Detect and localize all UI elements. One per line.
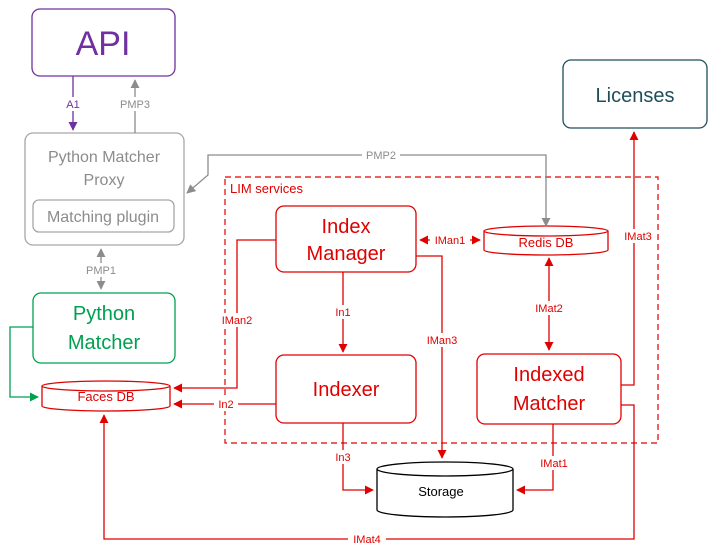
edge-a1-label: A1 xyxy=(66,99,79,111)
matching-plugin-label: Matching plugin xyxy=(47,209,159,226)
edge-imat4-label: IMat4 xyxy=(353,534,381,546)
storage-node xyxy=(376,461,514,518)
edge-python-matcher-faces-db xyxy=(9,326,39,402)
api-node xyxy=(31,8,176,77)
indexed-matcher-node xyxy=(476,353,622,425)
edge-pmp1-label: PMP1 xyxy=(86,265,116,277)
edge-in1-label: In1 xyxy=(335,307,350,319)
edge-imat4 xyxy=(99,404,635,540)
edge-pmp2-label: PMP2 xyxy=(366,150,396,162)
redis-db-label: Redis DB xyxy=(519,235,574,250)
python-matcher-label-line1: Python xyxy=(73,303,135,325)
lim-services-label: LIM services xyxy=(230,181,303,196)
api-label: API xyxy=(76,25,131,63)
proxy-label-line2: Proxy xyxy=(84,172,125,189)
faces-db-label: Faces DB xyxy=(77,389,134,404)
edge-iman2-label: IMan2 xyxy=(222,315,253,327)
edge-in3 xyxy=(342,423,374,495)
edge-iman3-label: IMan3 xyxy=(427,335,458,347)
index-manager-label-line1: Index xyxy=(322,216,371,238)
licenses-label: Licenses xyxy=(596,85,675,107)
edge-imat3 xyxy=(621,131,639,386)
edge-iman3 xyxy=(416,255,447,459)
redis-db-node xyxy=(483,225,609,256)
proxy-label-line1: Python Matcher xyxy=(48,149,161,166)
edge-pmp3-label: PMP3 xyxy=(120,99,150,111)
python-matcher-node xyxy=(32,292,176,364)
index-manager-label-line2: Manager xyxy=(307,243,386,265)
edge-iman1-label: IMan1 xyxy=(435,235,466,247)
licenses-node xyxy=(562,59,708,129)
edge-in3-label: In3 xyxy=(335,452,350,464)
faces-db-node xyxy=(41,380,171,412)
indexed-matcher-label-line1: Indexed xyxy=(513,364,584,386)
indexer-node xyxy=(275,354,417,424)
indexed-matcher-label-line2: Matcher xyxy=(513,393,586,415)
edge-pmp2 xyxy=(186,154,551,227)
storage-label: Storage xyxy=(418,484,464,499)
edge-imat2-label: IMat2 xyxy=(535,303,563,315)
indexer-label: Indexer xyxy=(313,379,380,401)
matching-plugin-node xyxy=(32,199,175,233)
edge-imat1-label: IMat1 xyxy=(540,458,568,470)
edge-imat3-label: IMat3 xyxy=(624,231,652,243)
edge-in2-label: In2 xyxy=(218,399,233,411)
edge-imat1 xyxy=(516,424,554,495)
python-matcher-label-line2: Matcher xyxy=(68,332,141,354)
